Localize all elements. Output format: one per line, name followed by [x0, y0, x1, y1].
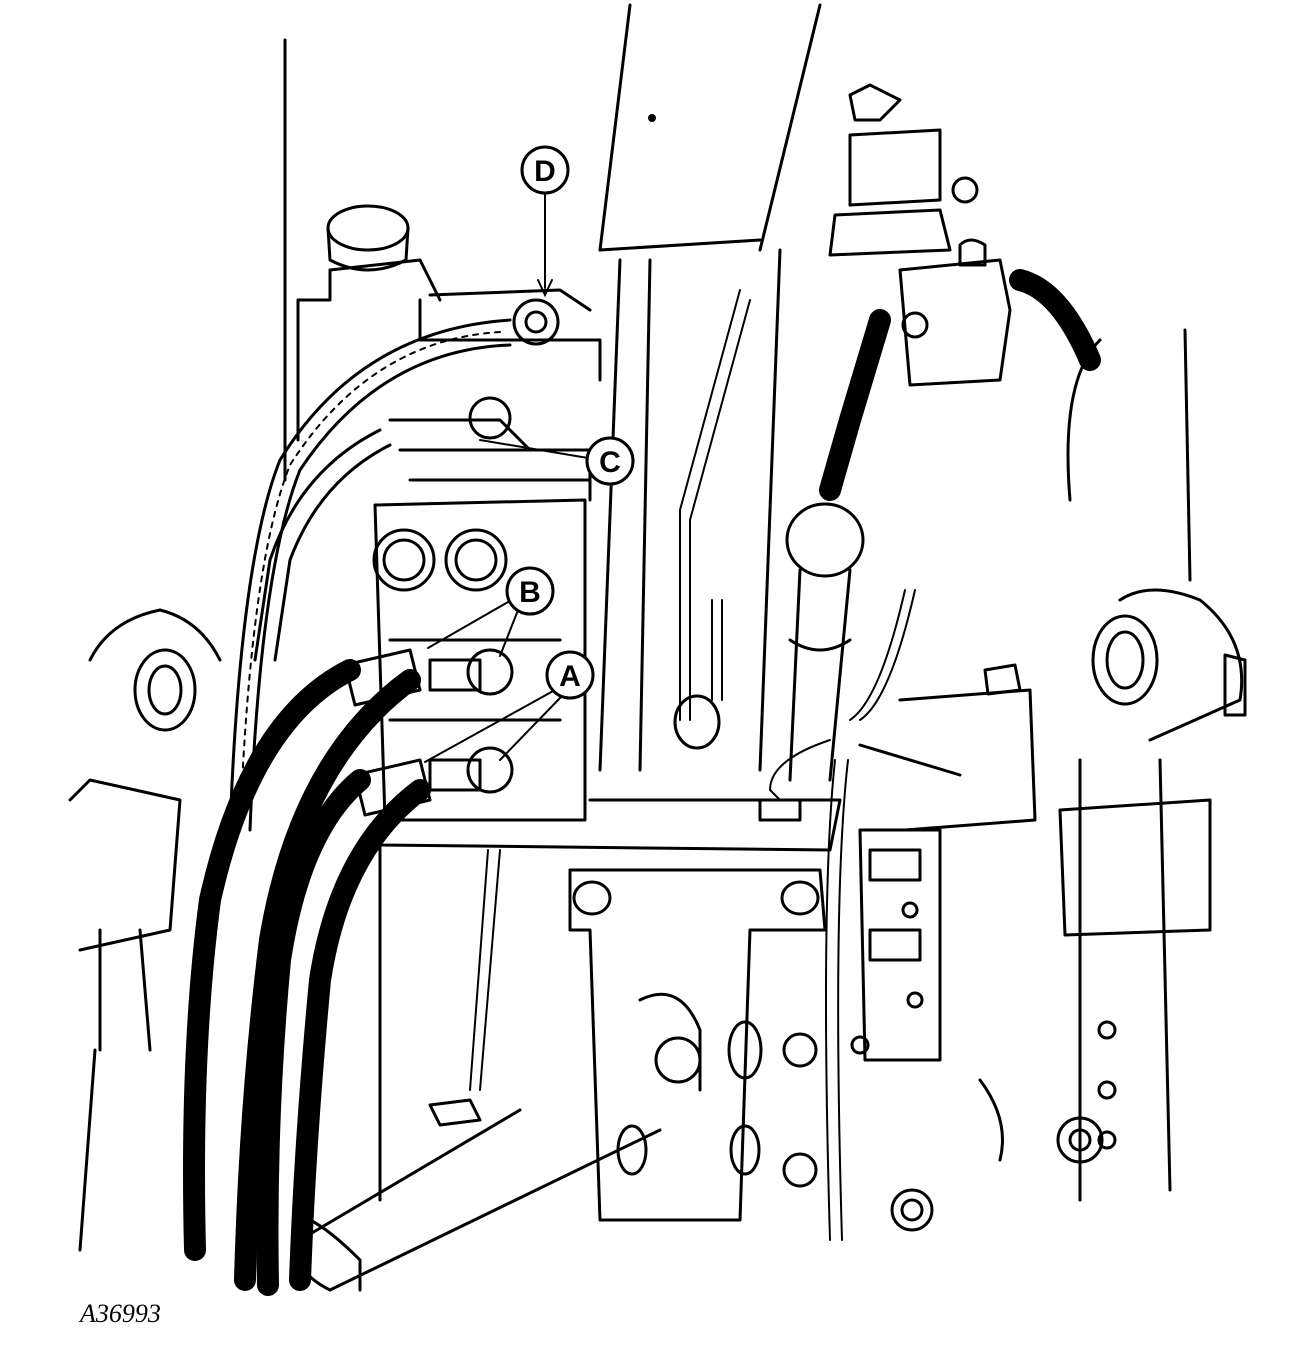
braided-hoses: [228, 318, 512, 832]
left-hitch: [68, 608, 222, 1252]
hydraulic-hoses: [183, 648, 432, 1296]
callout-D-label: D: [534, 155, 556, 188]
side-valve-stack: [850, 663, 1037, 1232]
filler-cap: [326, 204, 410, 272]
rivet-dot: [648, 114, 656, 122]
leader-lines: [424, 194, 589, 763]
base-plate: [378, 798, 842, 1202]
center-column: [598, 3, 822, 772]
callout-C-label: C: [599, 446, 621, 479]
lower-housing: [568, 868, 827, 1222]
callout-B-label: B: [519, 576, 541, 609]
callout-C: C: [585, 436, 635, 486]
right-upper-fittings: [819, 83, 1192, 582]
right-hitch: [1056, 588, 1247, 1202]
callout-B: B: [505, 566, 555, 616]
left-frame: [283, 38, 442, 482]
callout-A: A: [545, 650, 595, 700]
callout-A-label: A: [559, 660, 581, 693]
figure-code: A36993: [78, 1299, 161, 1328]
linkage-rods: [469, 289, 916, 1241]
control-lever: [758, 502, 865, 822]
drawbar: [296, 1098, 662, 1292]
callout-D: D: [520, 145, 570, 195]
